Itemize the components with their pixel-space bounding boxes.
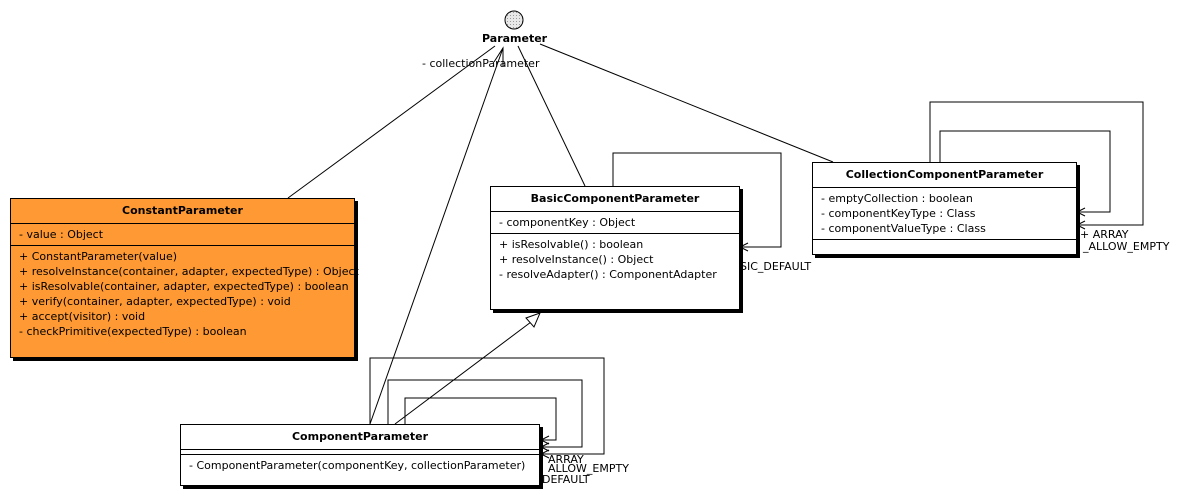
operation: + accept(visitor) : void	[19, 310, 146, 323]
operation: + isResolvable(container, adapter, expec…	[19, 280, 349, 293]
operations-compartment: + isResolvable() : boolean + resolveInst…	[491, 234, 739, 285]
generalization-arrowhead	[525, 312, 541, 328]
attributes-compartment: - value : Object	[11, 224, 354, 246]
basic-component-parameter-class[interactable]: BasicComponentParameter - componentKey :…	[490, 186, 740, 310]
attributes-compartment: - componentKey : Object	[491, 212, 739, 234]
operations-compartment	[813, 240, 1076, 256]
component-self-loop-3	[404, 397, 557, 441]
component-default-label: DEFAULT	[542, 473, 590, 486]
operation: - ComponentParameter(componentKey, colle…	[189, 459, 526, 472]
collection-self-loop-inner	[939, 130, 1111, 213]
operation: + ConstantParameter(value)	[19, 250, 178, 263]
operations-compartment: + ConstantParameter(value) + resolveInst…	[11, 246, 359, 342]
attribute: - componentKey : Object	[499, 216, 636, 229]
attributes-compartment	[181, 450, 539, 455]
operations-compartment: - ComponentParameter(componentKey, colle…	[181, 455, 539, 476]
collection-parameter-association	[369, 47, 504, 425]
component-allow-empty-label: ALLOW_EMPTY	[548, 462, 629, 475]
collection-component-parameter-class[interactable]: CollectionComponentParameter - emptyColl…	[812, 162, 1077, 255]
operation: - checkPrimitive(expectedType) : boolean	[19, 325, 247, 338]
constant-parameter-class[interactable]: ConstantParameter - value : Object + Con…	[10, 198, 359, 358]
parameter-interface-name: Parameter	[482, 32, 548, 45]
component-self-loop-2	[387, 379, 583, 448]
collection-array-label: + ARRAY	[1080, 228, 1129, 241]
operation: + resolveInstance(container, adapter, ex…	[19, 265, 359, 278]
class-name: BasicComponentParameter	[491, 187, 739, 212]
attribute: - value : Object	[19, 228, 104, 241]
operation: + isResolvable() : boolean	[499, 238, 644, 251]
collection-parameter-label: - collectionParameter	[422, 57, 540, 70]
class-name: ConstantParameter	[11, 199, 354, 224]
component-self-loop-1	[369, 357, 605, 455]
component-parameter-class[interactable]: ComponentParameter - ComponentParameter(…	[180, 424, 540, 486]
collection-parameter-arrowhead	[493, 46, 504, 66]
generalization-line	[394, 321, 532, 425]
attribute: - componentValueType : Class	[821, 222, 986, 235]
component-array-label: ARRAY	[548, 453, 584, 466]
operation: - resolveAdapter() : ComponentAdapter	[499, 268, 717, 281]
collection-realization-line	[539, 43, 834, 163]
class-name: ComponentParameter	[181, 425, 539, 450]
basic-realization-line	[517, 45, 586, 187]
attribute: - componentKeyType : Class	[821, 207, 976, 220]
attribute: - emptyCollection : boolean	[821, 192, 973, 205]
operation: + verify(container, adapter, expectedTyp…	[19, 295, 291, 308]
operation: + resolveInstance() : Object	[499, 253, 654, 266]
parameter-interface-icon	[504, 10, 524, 30]
basic-self-loop	[612, 152, 782, 248]
collection-allow-empty-label: _ALLOW_EMPTY	[1083, 240, 1170, 253]
constant-realization-line	[287, 45, 496, 199]
attributes-compartment: - emptyCollection : boolean - componentK…	[813, 188, 1076, 240]
basic-default-label: SIC_DEFAULT	[740, 260, 812, 273]
collection-self-loop-outer	[929, 101, 1144, 226]
class-name: CollectionComponentParameter	[813, 163, 1076, 188]
